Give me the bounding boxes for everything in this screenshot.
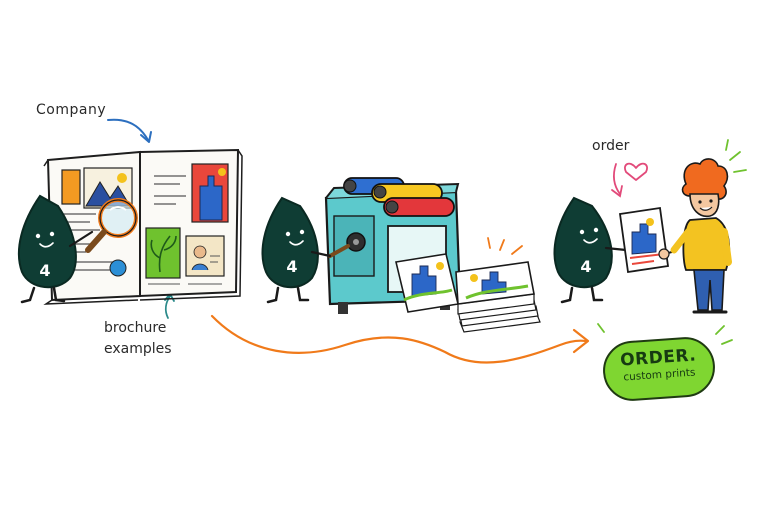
magnifier-icon [85, 198, 138, 253]
brochure-arrow [164, 295, 171, 319]
printed-sheet [395, 253, 459, 313]
order-arrow [613, 163, 621, 195]
heart-icon [624, 162, 648, 181]
brochure-examples-label: brochure examples [104, 318, 172, 360]
mascot-operator [261, 196, 332, 304]
flow-arrow-head [572, 328, 590, 354]
brochure-book [43, 148, 243, 305]
company-arrow-head [140, 131, 152, 143]
mascot-1-badge: 4 [39, 261, 50, 280]
order-label: order [592, 138, 630, 154]
order-custom-prints-button[interactable]: ORDER. custom prints [601, 335, 717, 403]
badge-sparkles [597, 323, 733, 345]
print-stack [455, 237, 541, 333]
mascot-reviewer [17, 194, 94, 304]
company-arrow [107, 118, 149, 141]
order-arrow-head [611, 185, 623, 198]
handed-print [618, 206, 670, 274]
mascot-deliverer [553, 196, 628, 304]
customer [658, 139, 747, 314]
mascot-2-badge: 4 [286, 257, 297, 276]
mascot-3-badge: 4 [580, 257, 591, 276]
brochure-label-line2: examples [104, 341, 172, 357]
flow-arrow [210, 314, 588, 364]
brochure-label-line1: brochure [104, 320, 167, 336]
company-label: Company [36, 102, 107, 118]
